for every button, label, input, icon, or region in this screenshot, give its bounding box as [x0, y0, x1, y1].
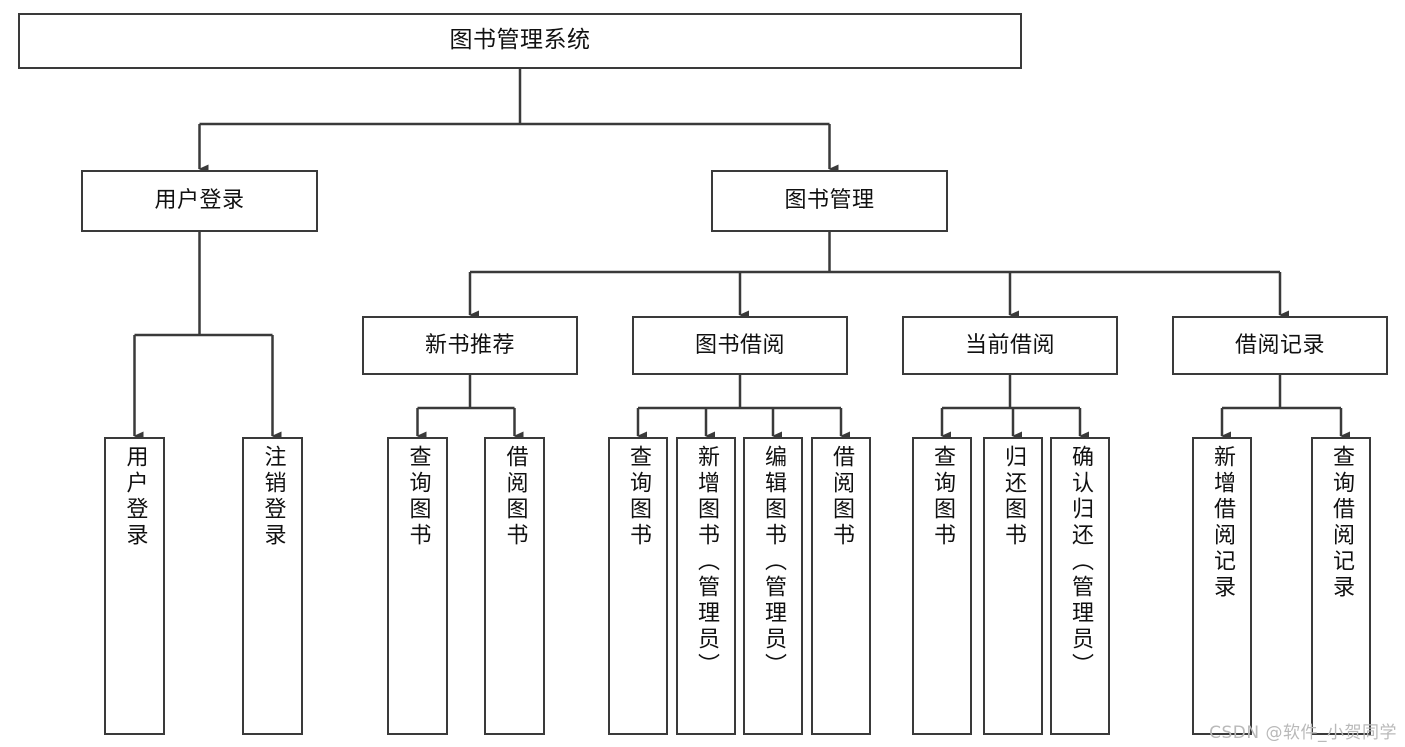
node-current-borrow[interactable]: 当前借阅	[902, 316, 1118, 375]
edge-group	[133, 69, 1350, 441]
node-label: 归还图书	[1001, 445, 1026, 549]
node-label: 注销登录	[260, 445, 286, 549]
node-leaf-borrow-borrow-book[interactable]: 借阅图书	[811, 437, 871, 735]
node-label: 借阅图书	[502, 445, 528, 549]
node-label: 当前借阅	[964, 332, 1055, 358]
node-label: 借阅图书	[829, 445, 854, 549]
node-label: 查询图书	[626, 445, 651, 549]
node-leaf-rec-query-book[interactable]: 查询图书	[387, 437, 448, 735]
node-label: 借阅记录	[1234, 332, 1325, 358]
node-root[interactable]: 图书管理系统	[18, 13, 1022, 69]
node-user-login[interactable]: 用户登录	[81, 170, 318, 232]
node-label: 查询借阅记录	[1329, 445, 1354, 601]
node-leaf-rec-query-record[interactable]: 查询借阅记录	[1311, 437, 1371, 735]
node-leaf-rec-borrow-book[interactable]: 借阅图书	[484, 437, 545, 735]
node-label: 图书借阅	[694, 332, 785, 358]
node-label: 查询图书	[930, 445, 955, 549]
node-label: 新书推荐	[424, 332, 515, 358]
node-label: 新增借阅记录	[1210, 445, 1235, 601]
node-borrow-record[interactable]: 借阅记录	[1172, 316, 1388, 375]
node-label: 用户登录	[122, 445, 148, 549]
node-label: 确认归还（管理员）	[1068, 445, 1093, 679]
node-leaf-borrow-add-book[interactable]: 新增图书（管理员）	[676, 437, 736, 735]
node-book-borrow[interactable]: 图书借阅	[632, 316, 848, 375]
node-leaf-borrow-query-book[interactable]: 查询图书	[608, 437, 668, 735]
node-leaf-cur-confirm-return[interactable]: 确认归还（管理员）	[1050, 437, 1110, 735]
node-label: 编辑图书（管理员）	[761, 445, 786, 679]
node-label: 新增图书（管理员）	[694, 445, 719, 679]
node-leaf-cur-return-book[interactable]: 归还图书	[983, 437, 1043, 735]
node-label: 查询图书	[405, 445, 431, 549]
node-leaf-logout[interactable]: 注销登录	[242, 437, 303, 735]
node-new-book-rec[interactable]: 新书推荐	[362, 316, 578, 375]
node-label: 用户登录	[154, 188, 245, 214]
node-leaf-user-login[interactable]: 用户登录	[104, 437, 165, 735]
node-leaf-borrow-edit-book[interactable]: 编辑图书（管理员）	[743, 437, 803, 735]
node-label: 图书管理系统	[449, 27, 591, 54]
node-leaf-rec-add-record[interactable]: 新增借阅记录	[1192, 437, 1252, 735]
node-book-manage[interactable]: 图书管理	[711, 170, 948, 232]
node-label: 图书管理	[784, 188, 875, 214]
node-leaf-cur-query-book[interactable]: 查询图书	[912, 437, 972, 735]
